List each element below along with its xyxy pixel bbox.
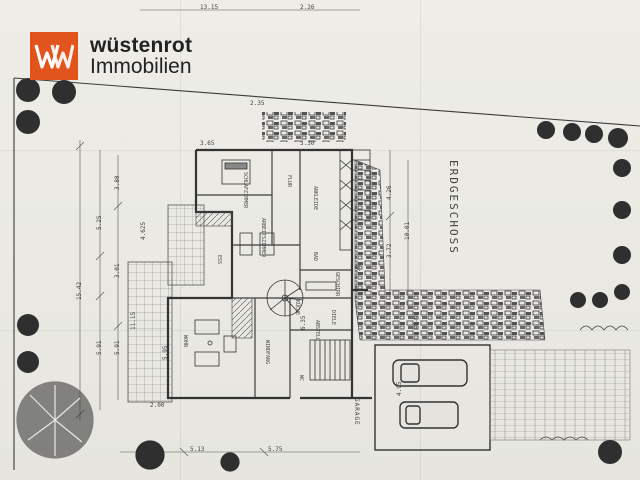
room-label: GESCHIRR (334, 272, 340, 297)
dimension-label: 4.95 (396, 381, 403, 396)
stair-entrance (309, 339, 351, 381)
dimension-label: 3.72 (386, 243, 393, 258)
logo-brand-text: wüstenrot (90, 33, 193, 57)
room-label: DIELE (330, 310, 336, 326)
dimension-label: 5.75 (268, 446, 283, 453)
stone-garden-top (262, 112, 346, 142)
room-label: WC (298, 375, 304, 382)
furniture (194, 159, 337, 367)
shrubs-right (539, 325, 629, 441)
terrace-west (127, 261, 173, 403)
brand-logo: wüstenrot Immobilien (30, 30, 192, 82)
dimension-label: 2.35 (250, 100, 265, 107)
room-label: ANKLEIDE (312, 186, 318, 211)
dimension-label: 3.80 (114, 175, 121, 190)
dimension-lines (75, 9, 409, 457)
room-label: WINDFANG (264, 340, 270, 365)
logo-mark (30, 32, 78, 80)
hatched-area (231, 297, 253, 339)
logo-sub-text: Immobilien (90, 55, 192, 78)
dimension-label: 3.65 (200, 140, 215, 147)
dimension-label: 11.15 (130, 311, 137, 330)
dimension-label: 4.26 (386, 185, 393, 200)
dimension-label: 6.35 (300, 315, 307, 330)
garage (374, 344, 491, 451)
room-label: WOHN (182, 335, 188, 348)
dimension-label: 2.00 (150, 402, 165, 409)
dimension-label: 2.26 (300, 4, 315, 11)
dimension-label: 5.13 (190, 446, 205, 453)
trees-left (16, 78, 76, 373)
dimension-label: 5.91 (96, 340, 103, 355)
logo-ww-icon (34, 44, 74, 69)
dimension-label: 3.30 (300, 140, 315, 147)
dimension-label: 3.01 (114, 263, 121, 278)
dimension-label: 10.01 (404, 221, 411, 240)
dimension-label: 15.42 (76, 281, 83, 300)
spiral-stair (266, 279, 304, 317)
dimension-label: 5.25 (96, 215, 103, 230)
dimension-label: 13.15 (200, 4, 219, 11)
hatched-area (195, 211, 233, 227)
stone-garden (354, 159, 546, 341)
floor-title: ERDGESCHOSS (447, 160, 460, 255)
room-label: FLUR (286, 175, 292, 188)
trees-right (537, 121, 631, 464)
room-label: GARAGE (353, 398, 360, 426)
dimension-label: 4.625 (140, 221, 147, 240)
room-label: SCHLAFZIMMER (242, 172, 248, 209)
tree-large (16, 381, 240, 472)
room-label: BK (354, 265, 360, 272)
room-label: ABSTELL (314, 320, 320, 342)
room-label: KÜCHE (294, 300, 300, 316)
paper-fold (420, 0, 421, 480)
property-boundary (13, 77, 640, 470)
driveway (489, 349, 631, 441)
dimension-label: 5.91 (114, 340, 121, 355)
room-label: ESS (216, 255, 222, 265)
dimension-label: 5.95 (162, 345, 169, 360)
dimension-label: 10.02 (412, 311, 419, 330)
room-label: BAD (312, 252, 318, 262)
room-label: ARBEITSZIMMER (260, 218, 266, 258)
